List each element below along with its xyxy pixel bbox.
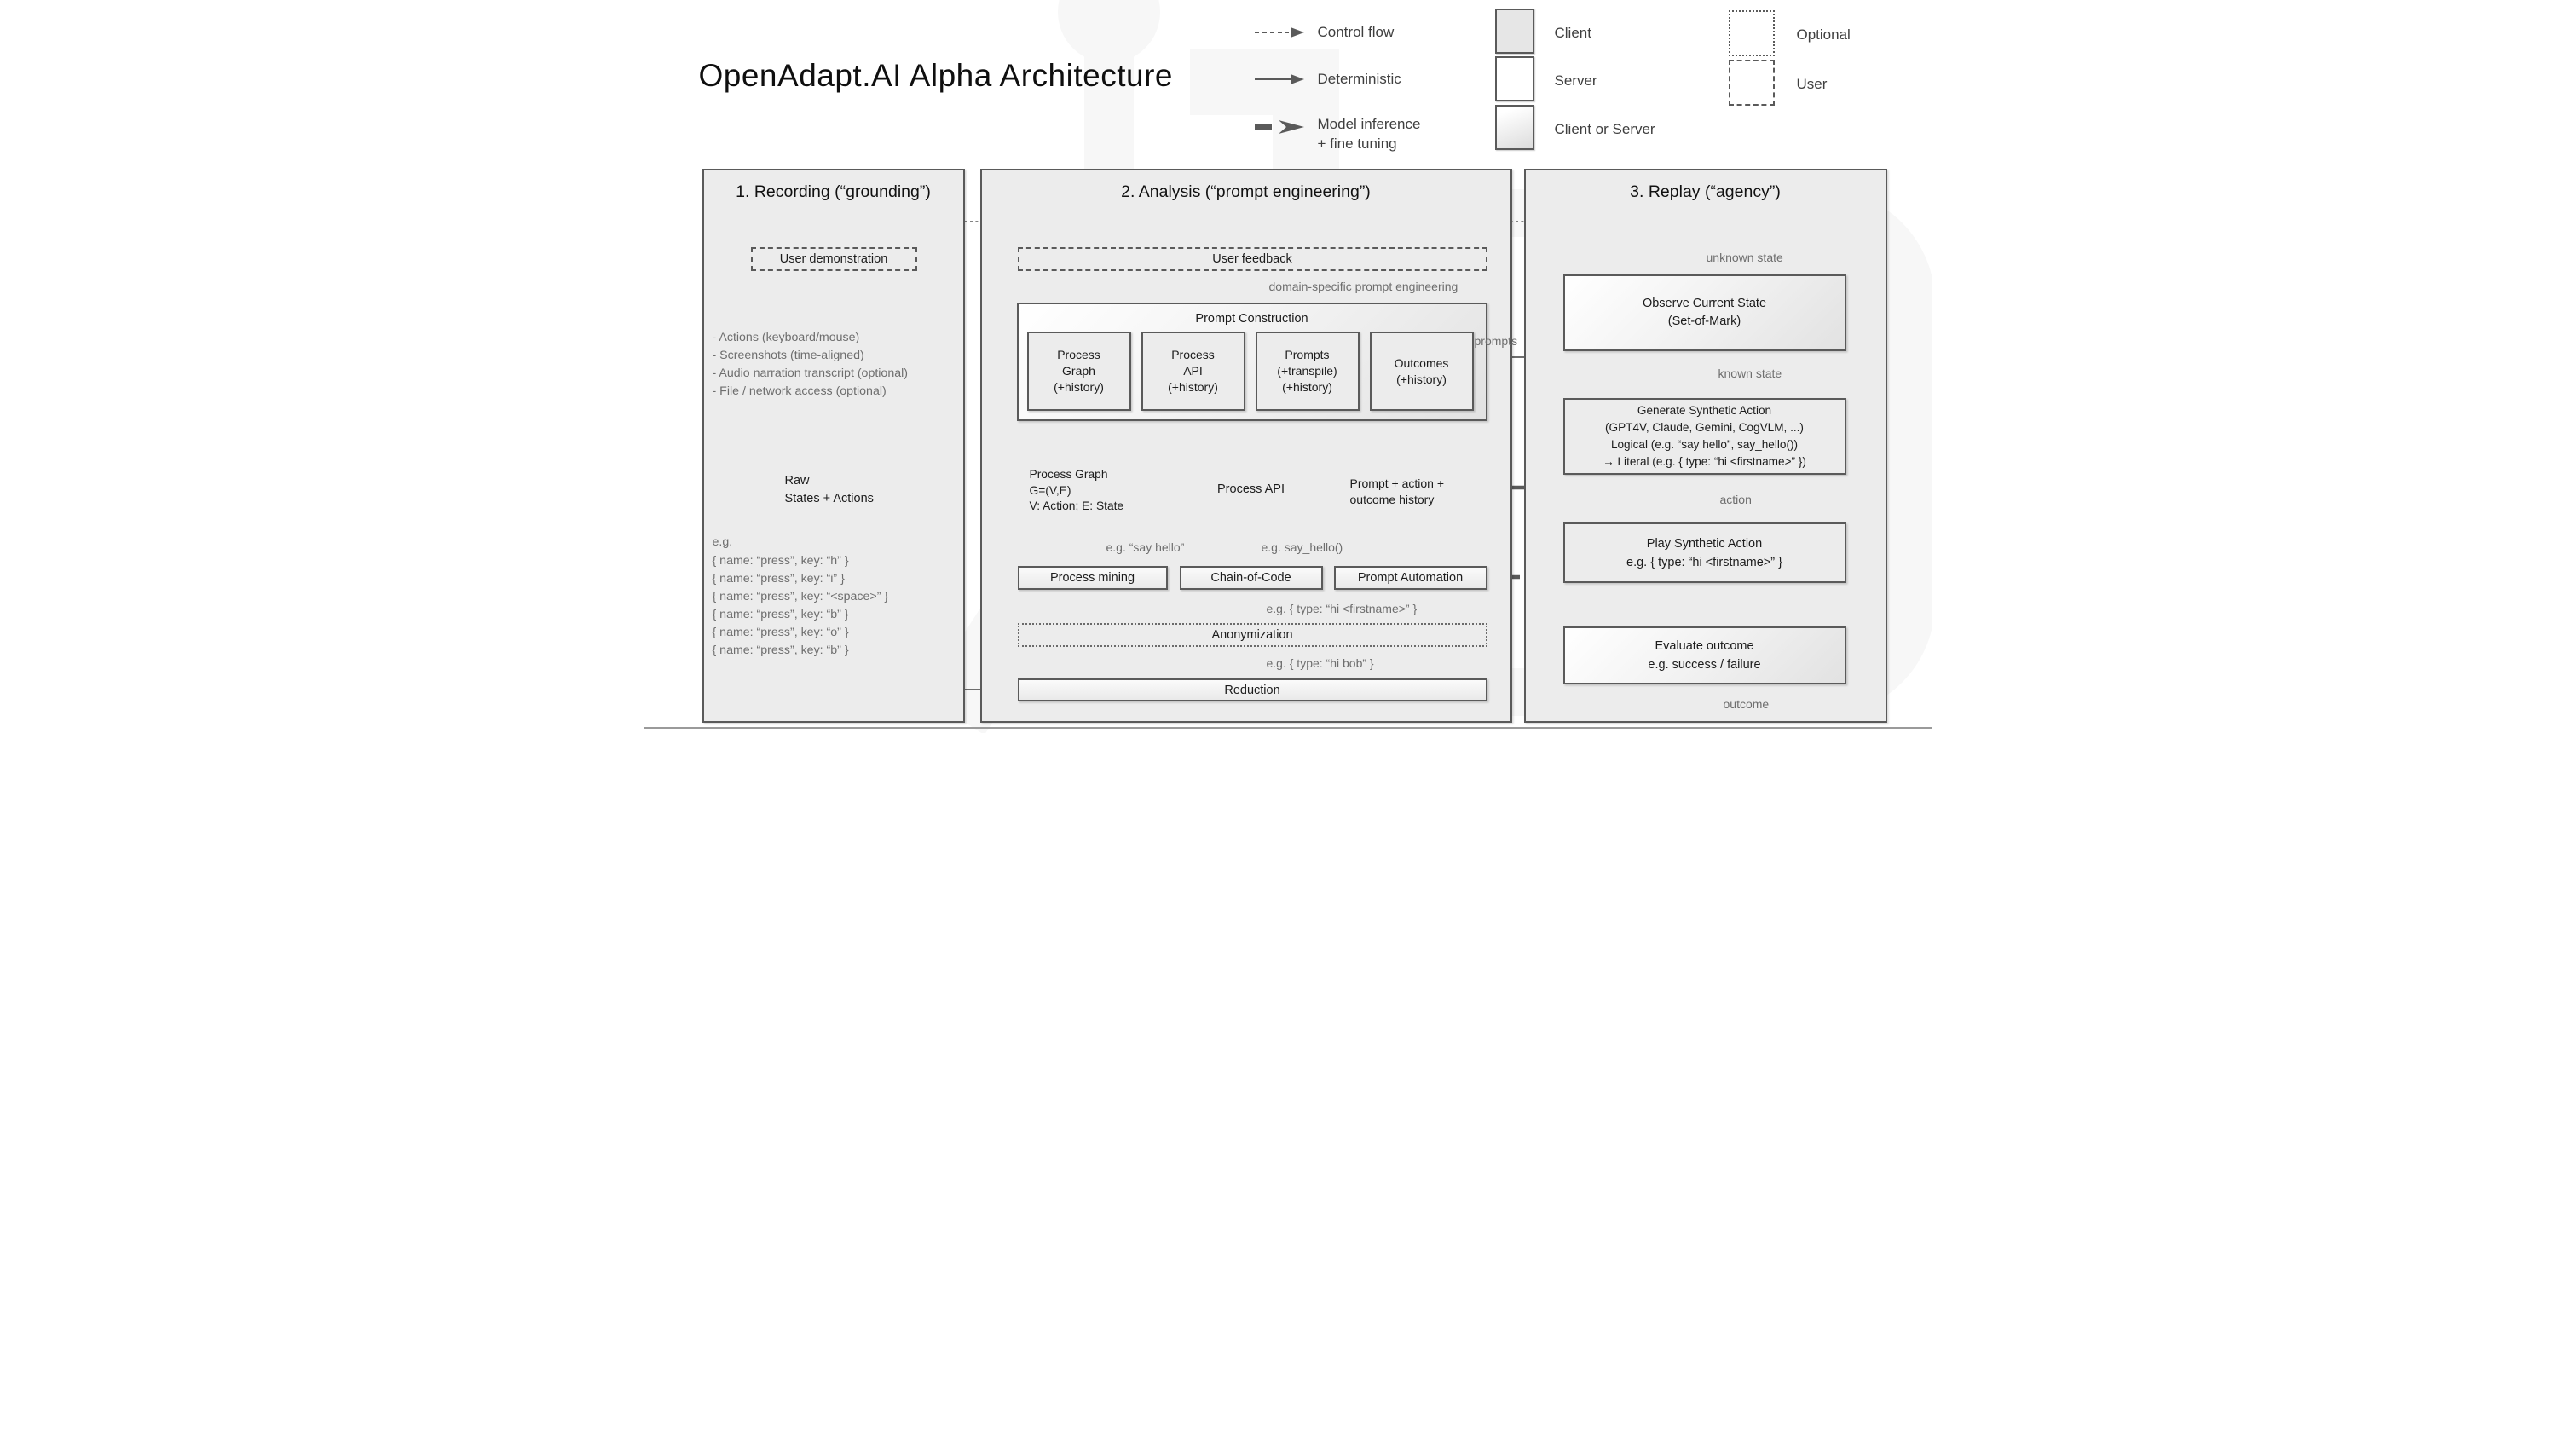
example-line-3: { name: “press”, key: “b” } — [712, 608, 849, 621]
outcomes-history-label: Outcomes (+history) — [1394, 355, 1449, 386]
anonymization-label: Anonymization — [1211, 628, 1293, 642]
raw-states-label: Raw States + Actions — [784, 474, 874, 505]
example-line-0: { name: “press”, key: “h” } — [712, 554, 849, 568]
play-synthetic-action-box: Play Synthetic Action e.g. { type: “hi <… — [1562, 522, 1846, 583]
user-demonstration-label: User demonstration — [779, 252, 888, 266]
recording-bullet-1: - Screenshots (time-aligned) — [712, 349, 864, 362]
deterministic-arrow-icon — [1254, 74, 1304, 84]
panel-analysis: 2. Analysis (“prompt engineering”) — [979, 169, 1512, 723]
recording-bullet-2: - Audio narration transcript (optional) — [712, 367, 908, 380]
user-feedback-label: User feedback — [1212, 252, 1292, 266]
analysis-header: 2. Analysis (“prompt engineering”) — [1121, 182, 1371, 201]
process-mining-label: Process mining — [1049, 571, 1135, 585]
legend-optional-label: Optional — [1796, 26, 1851, 43]
generate-synthetic-action-box: Generate Synthetic Action (GPT4V, Claude… — [1562, 398, 1846, 475]
reduction-box: Reduction — [1017, 678, 1487, 701]
chain-of-code-box: Chain-of-Code — [1179, 566, 1323, 590]
user-demonstration-box: User demonstration — [750, 247, 917, 271]
recording-header: 1. Recording (“grounding”) — [736, 182, 931, 201]
play-synthetic-action-label: Play Synthetic Action e.g. { type: “hi <… — [1626, 536, 1782, 569]
evaluate-outcome-box: Evaluate outcome e.g. success / failure — [1562, 626, 1846, 684]
legend-user-label: User — [1796, 76, 1828, 92]
legend-model-inference-label: Model inference + fine tuning — [1317, 116, 1421, 152]
panel-recording: 1. Recording (“grounding”) — [702, 169, 965, 723]
legend-server-label: Server — [1554, 72, 1597, 89]
say-hello-fn-label: e.g. say_hello() — [1261, 540, 1343, 554]
example-line-1: { name: “press”, key: “i” } — [712, 572, 845, 586]
prompts-transpile-box: Prompts (+transpile) (+history) — [1255, 332, 1360, 411]
evaluate-outcome-label: Evaluate outcome e.g. success / failure — [1648, 639, 1761, 672]
process-api-cylinder-label: Process API — [1217, 482, 1285, 496]
process-graph-history-label: Process Graph (+history) — [1054, 348, 1104, 394]
recording-bullet-3: - File / network access (optional) — [712, 384, 887, 398]
bottom-divider — [644, 727, 1932, 729]
unknown-state-label: unknown state — [1706, 251, 1783, 264]
legend-optional-swatch — [1728, 10, 1775, 56]
action-label: action — [1719, 493, 1752, 506]
reduction-label: Reduction — [1224, 683, 1280, 697]
page-title: OpenAdapt.AI Alpha Architecture — [698, 58, 1173, 93]
user-feedback-box: User feedback — [1017, 247, 1487, 271]
legend-user-swatch — [1728, 60, 1775, 106]
example-line-2: { name: “press”, key: “<space>” } — [712, 590, 889, 603]
legend-client-or-server-label: Client or Server — [1554, 121, 1655, 137]
prompt-automation-label: Prompt Automation — [1357, 571, 1464, 585]
process-graph-cylinder-label: Process Graph G=(V,E) V: Action; E: Stat… — [1029, 468, 1124, 512]
process-mining-box: Process mining — [1017, 566, 1168, 590]
observe-current-state-box: Observe Current State (Set-of-Mark) — [1562, 274, 1846, 351]
say-hello-label: e.g. “say hello” — [1106, 540, 1185, 554]
chain-of-code-label: Chain-of-Code — [1210, 571, 1291, 585]
anonymization-box: Anonymization — [1017, 623, 1487, 647]
legend-client-swatch — [1494, 9, 1534, 54]
hi-bob-label: e.g. { type: “hi bob” } — [1266, 656, 1374, 670]
example-heading: e.g. — [712, 535, 733, 549]
prompt-automation-box: Prompt Automation — [1333, 566, 1487, 590]
observe-current-state-label: Observe Current State (Set-of-Mark) — [1642, 297, 1767, 328]
generate-synthetic-action-label: Generate Synthetic Action (GPT4V, Claude… — [1603, 404, 1806, 468]
prompts-label: prompts — [1474, 334, 1518, 348]
outcome-label: outcome — [1723, 697, 1770, 711]
replay-header: 3. Replay (“agency”) — [1630, 182, 1781, 201]
example-line-5: { name: “press”, key: “b” } — [712, 644, 849, 657]
model-inference-arrow-icon — [1254, 120, 1304, 134]
example-line-4: { name: “press”, key: “o” } — [712, 626, 849, 639]
legend-client-or-server-swatch — [1494, 105, 1534, 150]
prompts-transpile-label: Prompts (+transpile) (+history) — [1277, 348, 1337, 394]
legend-control-flow-label: Control flow — [1317, 24, 1395, 40]
legend-client-label: Client — [1554, 25, 1591, 41]
outcomes-history-box: Outcomes (+history) — [1369, 332, 1474, 411]
prompt-history-cylinder-label: Prompt + action + outcome history — [1349, 476, 1445, 506]
known-state-label: known state — [1718, 367, 1782, 380]
domain-prompt-engineering-label: domain-specific prompt engineering — [1268, 280, 1458, 293]
control-flow-arrow-icon — [1254, 27, 1304, 38]
process-graph-history-box: Process Graph (+history) — [1026, 332, 1131, 411]
legend-server-swatch — [1494, 56, 1534, 101]
recording-bullet-0: - Actions (keyboard/mouse) — [712, 331, 860, 344]
legend-deterministic-label: Deterministic — [1317, 71, 1401, 87]
process-api-history-box: Process API (+history) — [1141, 332, 1245, 411]
process-api-history-label: Process API (+history) — [1168, 348, 1218, 394]
architecture-diagram: OpenAdapt.AI Alpha Architecture Control … — [644, 0, 1932, 733]
prompt-construction-title: Prompt Construction — [1195, 312, 1308, 326]
hi-firstname-label: e.g. { type: “hi <firstname>” } — [1266, 602, 1418, 615]
